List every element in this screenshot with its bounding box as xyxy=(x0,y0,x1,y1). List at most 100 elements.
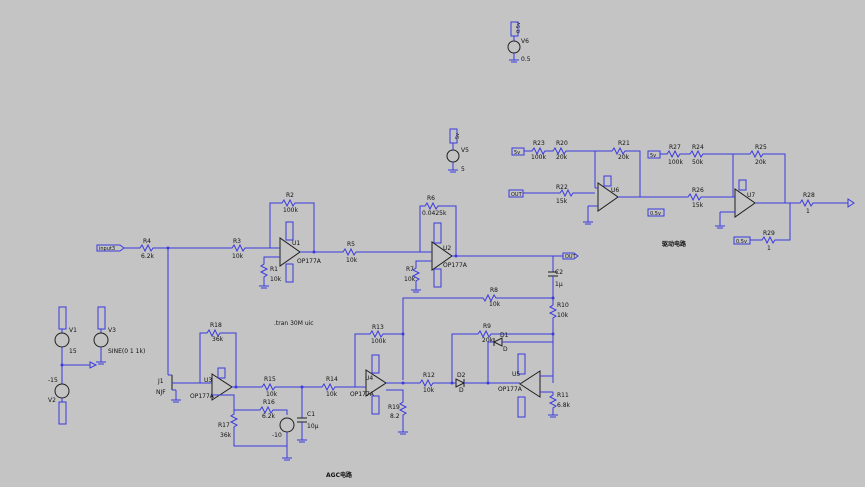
r3-name: R3 xyxy=(233,238,241,245)
r14-value: 10k xyxy=(326,391,338,398)
r20-name: R20 xyxy=(556,140,568,147)
source-v4[interactable]: -10 xyxy=(272,417,295,461)
resistor-r26[interactable] xyxy=(640,192,733,202)
r9-name: R9 xyxy=(483,323,491,330)
resistor-r12[interactable] xyxy=(403,378,452,388)
netlabel-v6: 0.5v xyxy=(516,22,522,33)
source-v3[interactable]: V3 SINE(0 1 1k) xyxy=(93,306,145,365)
opamp-u5[interactable]: U5 OP177A xyxy=(498,353,553,418)
r7-name: R7 xyxy=(406,266,414,273)
u1-model: OP177A xyxy=(297,258,322,265)
opamp-u7[interactable]: U7 xyxy=(715,179,800,229)
c2-value: 1μ xyxy=(555,281,563,288)
resistor-r18[interactable] xyxy=(199,328,237,387)
resistor-r13[interactable] xyxy=(354,329,403,387)
source-v1[interactable]: V1 15 xyxy=(54,306,77,365)
u4-ref: U4 xyxy=(365,375,373,382)
r18-value: 36k xyxy=(212,336,224,343)
r24-name: R24 xyxy=(692,144,704,151)
c2-name: C2 xyxy=(555,269,563,276)
jfet-j1[interactable]: J1 NJF xyxy=(156,374,200,403)
diode-d2[interactable]: D2 D xyxy=(452,372,520,394)
u2-ref: U2 xyxy=(443,245,451,252)
r22-name: R22 xyxy=(556,184,568,191)
r17-name: R17 xyxy=(218,422,230,429)
diode-d1[interactable]: D1 D xyxy=(487,332,553,383)
resistor-r4[interactable] xyxy=(124,243,230,253)
resistor-r11[interactable] xyxy=(548,392,558,415)
opamp-u6[interactable]: U6 xyxy=(583,175,640,225)
r27-value: 100k xyxy=(668,159,683,166)
flag-input3 xyxy=(96,244,125,252)
d2-name: D2 xyxy=(457,372,466,379)
label-drive-circuit: 驱动电路 xyxy=(662,240,687,248)
r2-name: R2 xyxy=(286,192,294,199)
resistor-r23-r20[interactable] xyxy=(524,146,595,156)
v2-value: -15 xyxy=(48,377,58,384)
source-v2[interactable]: -15 V2 xyxy=(48,365,70,425)
v4-value: -10 xyxy=(272,432,282,439)
r1-name: R1 xyxy=(270,266,278,273)
u2-model: OP177A xyxy=(443,262,468,269)
v1-label: V1 xyxy=(69,327,77,334)
opamp-u2[interactable]: U2 OP177A xyxy=(420,222,563,288)
resistor-r19[interactable] xyxy=(386,389,408,432)
r25-value: 20k xyxy=(755,159,767,166)
netlabel-out-drive: OUT xyxy=(511,192,523,198)
netlabel-05v-b: 0.5v xyxy=(736,239,747,245)
resistor-r3[interactable] xyxy=(230,243,270,253)
source-v5[interactable]: V5 5 xyxy=(446,128,469,173)
resistor-r10[interactable] xyxy=(548,298,558,383)
r5-value: 10k xyxy=(346,257,358,264)
resistor-r5[interactable] xyxy=(314,247,420,257)
r19-name: R19 xyxy=(388,404,400,411)
resistor-r16[interactable] xyxy=(234,405,288,415)
d1-name: D1 xyxy=(500,332,509,339)
r16-value: 6.2k xyxy=(262,413,276,420)
resistor-r6[interactable] xyxy=(419,201,457,256)
v3-value: SINE(0 1 1k) xyxy=(108,348,145,355)
r29-value: 1 xyxy=(767,245,771,252)
r29-name: R29 xyxy=(763,230,775,237)
capacitor-c1[interactable] xyxy=(297,417,307,423)
resistor-r28[interactable] xyxy=(785,198,848,208)
r21-value: 20k xyxy=(618,154,630,161)
netlabel-5v-a: 5v xyxy=(514,150,520,156)
output-port-arrow xyxy=(847,198,855,208)
v1-value: 15 xyxy=(69,348,77,355)
r15-value: 10k xyxy=(266,391,278,398)
spice-directive[interactable]: .tran 30M uic xyxy=(274,320,314,327)
resistor-r17[interactable] xyxy=(212,394,287,447)
ground-flag-v1v2 xyxy=(89,361,98,369)
source-v6[interactable]: V6 0.5 xyxy=(507,21,531,63)
resistor-r2[interactable] xyxy=(269,198,315,252)
r10-name: R10 xyxy=(557,302,569,309)
r16-name: R16 xyxy=(263,399,275,406)
resistor-r22[interactable] xyxy=(523,188,595,198)
u3-model: OP177A xyxy=(190,393,215,400)
resistor-r8[interactable] xyxy=(402,293,553,380)
resistor-r27-r24[interactable] xyxy=(660,149,733,159)
r24-value: 50k xyxy=(692,159,704,166)
v6-value: 0.5 xyxy=(521,56,531,63)
flag-out xyxy=(562,252,579,260)
resistor-r21[interactable] xyxy=(595,146,641,197)
resistor-r9[interactable] xyxy=(451,329,553,383)
netlabel-05v-a: 0.5v xyxy=(650,211,661,217)
resistor-r25[interactable] xyxy=(733,149,786,203)
resistor-r7[interactable] xyxy=(411,260,432,290)
resistor-r29[interactable] xyxy=(750,203,791,245)
r23-name: R23 xyxy=(533,140,545,147)
j1-model: NJF xyxy=(156,389,166,396)
opamp-u4[interactable]: U4 OP177A xyxy=(350,354,420,415)
r8-value: 10k xyxy=(489,301,501,308)
r7-value: 10k xyxy=(404,276,416,283)
r11-name: R11 xyxy=(557,392,569,399)
v3-label: V3 xyxy=(108,327,116,334)
r8-name: R8 xyxy=(490,287,498,294)
resistor-r1[interactable] xyxy=(259,256,280,286)
u7-label: U7 xyxy=(747,192,755,199)
resistor-r15[interactable] xyxy=(236,382,302,392)
c1-value: 10μ xyxy=(307,423,319,430)
resistor-r14[interactable] xyxy=(302,382,355,392)
